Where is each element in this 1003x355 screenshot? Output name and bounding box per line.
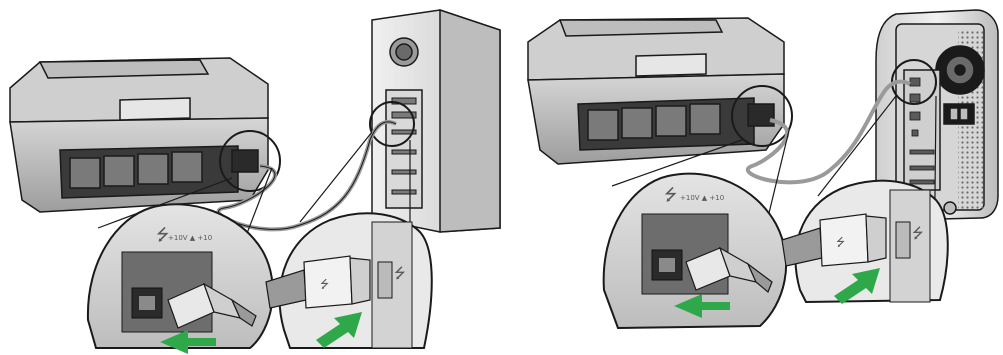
- port-voltage-label: +10V ▲ +10: [168, 234, 212, 242]
- port-voltage-label: +10V ▲ +10: [680, 194, 724, 202]
- right-panel: ⭍ +10V ▲ +10 ⭍ ⭍: [528, 10, 998, 328]
- left-panel: ⭍ +10V ▲ +10 ⭍ ⭍: [10, 10, 500, 354]
- usb-icon: ⭍: [912, 226, 924, 242]
- pc-port-zoom-left: ⭍ ⭍: [266, 213, 432, 348]
- printer-right: [528, 18, 792, 164]
- usb-icon: ⭍: [394, 266, 406, 282]
- svg-text:⭍: ⭍: [836, 236, 845, 249]
- usb-icon: ⭍: [664, 185, 677, 204]
- mac-port-zoom-right: ⭍ ⭍: [782, 181, 948, 304]
- printer-port-zoom-right: ⭍ +10V ▲ +10: [604, 174, 786, 328]
- printer-left: [10, 58, 280, 212]
- svg-text:⭍: ⭍: [320, 278, 329, 291]
